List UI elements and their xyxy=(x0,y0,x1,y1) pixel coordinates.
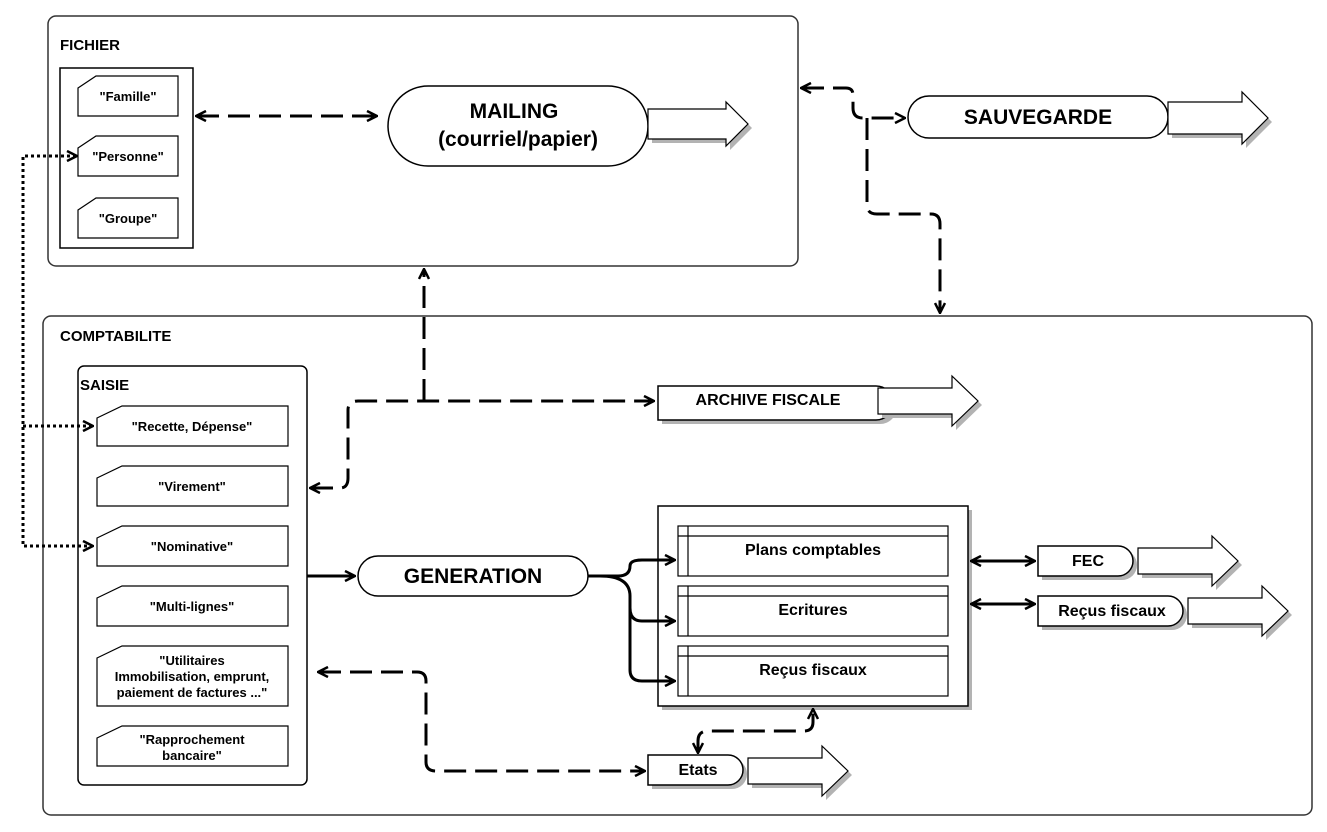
fichier-item-label: "Personne" xyxy=(92,149,164,164)
mailing-label-line2: (courriel/papier) xyxy=(438,128,598,151)
generation-node[interactable]: GENERATION xyxy=(357,555,589,597)
etats-label: Etats xyxy=(678,762,717,779)
connector-sauvegarde-comptabilite xyxy=(865,118,940,312)
saisie-title: SAISIE xyxy=(80,377,129,394)
fichier-item-famille[interactable]: "Famille" xyxy=(77,75,179,117)
mailing-node[interactable]: MAILING (courriel/papier) xyxy=(387,85,649,167)
connector-fichier-sauvegarde xyxy=(802,88,904,118)
fichier-item-label: "Famille" xyxy=(99,89,156,104)
saisie-item-label: Immobilisation, emprunt, xyxy=(115,669,270,684)
sauvegarde-label: SAUVEGARDE xyxy=(964,106,1112,129)
saisie-item-multi-lignes[interactable]: "Multi-lignes" xyxy=(96,585,289,627)
fec-output-arrow xyxy=(1137,534,1242,590)
etats-output-arrow xyxy=(747,744,852,800)
saisie-item-label: "Virement" xyxy=(158,479,226,494)
output-label: Ecritures xyxy=(778,602,847,619)
connector-personne-saisie xyxy=(21,156,92,546)
recus-fiscaux-node[interactable]: Reçus fiscaux xyxy=(1037,595,1187,630)
archive-fiscale-node[interactable]: ARCHIVE FISCALE xyxy=(657,385,897,424)
sauvegarde-output-arrow xyxy=(1167,90,1272,148)
connector-saisie-etats xyxy=(319,672,644,771)
saisie-item-recette-depense[interactable]: "Recette, Dépense" xyxy=(96,405,289,447)
saisie-item-nominative[interactable]: "Nominative" xyxy=(96,525,289,567)
output-label: Plans comptables xyxy=(745,542,881,559)
output-label: Reçus fiscaux xyxy=(759,662,867,679)
fichier-item-groupe[interactable]: "Groupe" xyxy=(77,197,179,239)
fichier-item-label: "Groupe" xyxy=(99,211,158,226)
recus-fiscaux-label: Reçus fiscaux xyxy=(1058,603,1166,620)
fec-node[interactable]: FEC xyxy=(1037,545,1137,580)
saisie-item-label: "Multi-lignes" xyxy=(150,599,235,614)
output-plans-comptables[interactable]: Plans comptables xyxy=(677,525,949,577)
generation-label: GENERATION xyxy=(404,565,542,588)
saisie-item-virement[interactable]: "Virement" xyxy=(96,465,289,507)
connector-generation-plans xyxy=(588,560,674,578)
connectors xyxy=(21,88,1034,771)
saisie-item-label: bancaire" xyxy=(162,748,222,763)
saisie-item-label: "Nominative" xyxy=(151,539,233,554)
etats-node[interactable]: Etats xyxy=(647,754,747,789)
archive-output-arrow xyxy=(877,374,982,430)
saisie-item-label: paiement de factures ..." xyxy=(117,685,268,700)
fichier-item-personne[interactable]: "Personne" xyxy=(77,135,179,177)
mailing-label-line1: MAILING xyxy=(470,100,559,123)
fichier-title: FICHIER xyxy=(60,37,120,54)
comptabilite-title: COMPTABILITE xyxy=(60,328,171,345)
saisie-item-rapprochement[interactable]: "Rapprochement bancaire" xyxy=(96,725,289,767)
output-ecritures[interactable]: Ecritures xyxy=(677,585,949,637)
recus-output-arrow xyxy=(1187,584,1292,640)
output-recus-fiscaux[interactable]: Reçus fiscaux xyxy=(677,645,949,697)
connector-etats-outputs xyxy=(698,710,813,752)
mailing-output-arrow xyxy=(647,100,752,150)
archive-fiscale-label: ARCHIVE FISCALE xyxy=(696,392,841,409)
saisie-item-label: "Rapprochement xyxy=(139,732,245,747)
sauvegarde-node[interactable]: SAUVEGARDE xyxy=(907,95,1169,139)
fec-label: FEC xyxy=(1072,553,1104,570)
saisie-item-label: "Utilitaires xyxy=(159,653,224,668)
saisie-item-label: "Recette, Dépense" xyxy=(132,419,253,434)
saisie-item-utilitaires[interactable]: "Utilitaires Immobilisation, emprunt, pa… xyxy=(96,645,289,707)
connector-saisie-archive xyxy=(311,401,653,488)
